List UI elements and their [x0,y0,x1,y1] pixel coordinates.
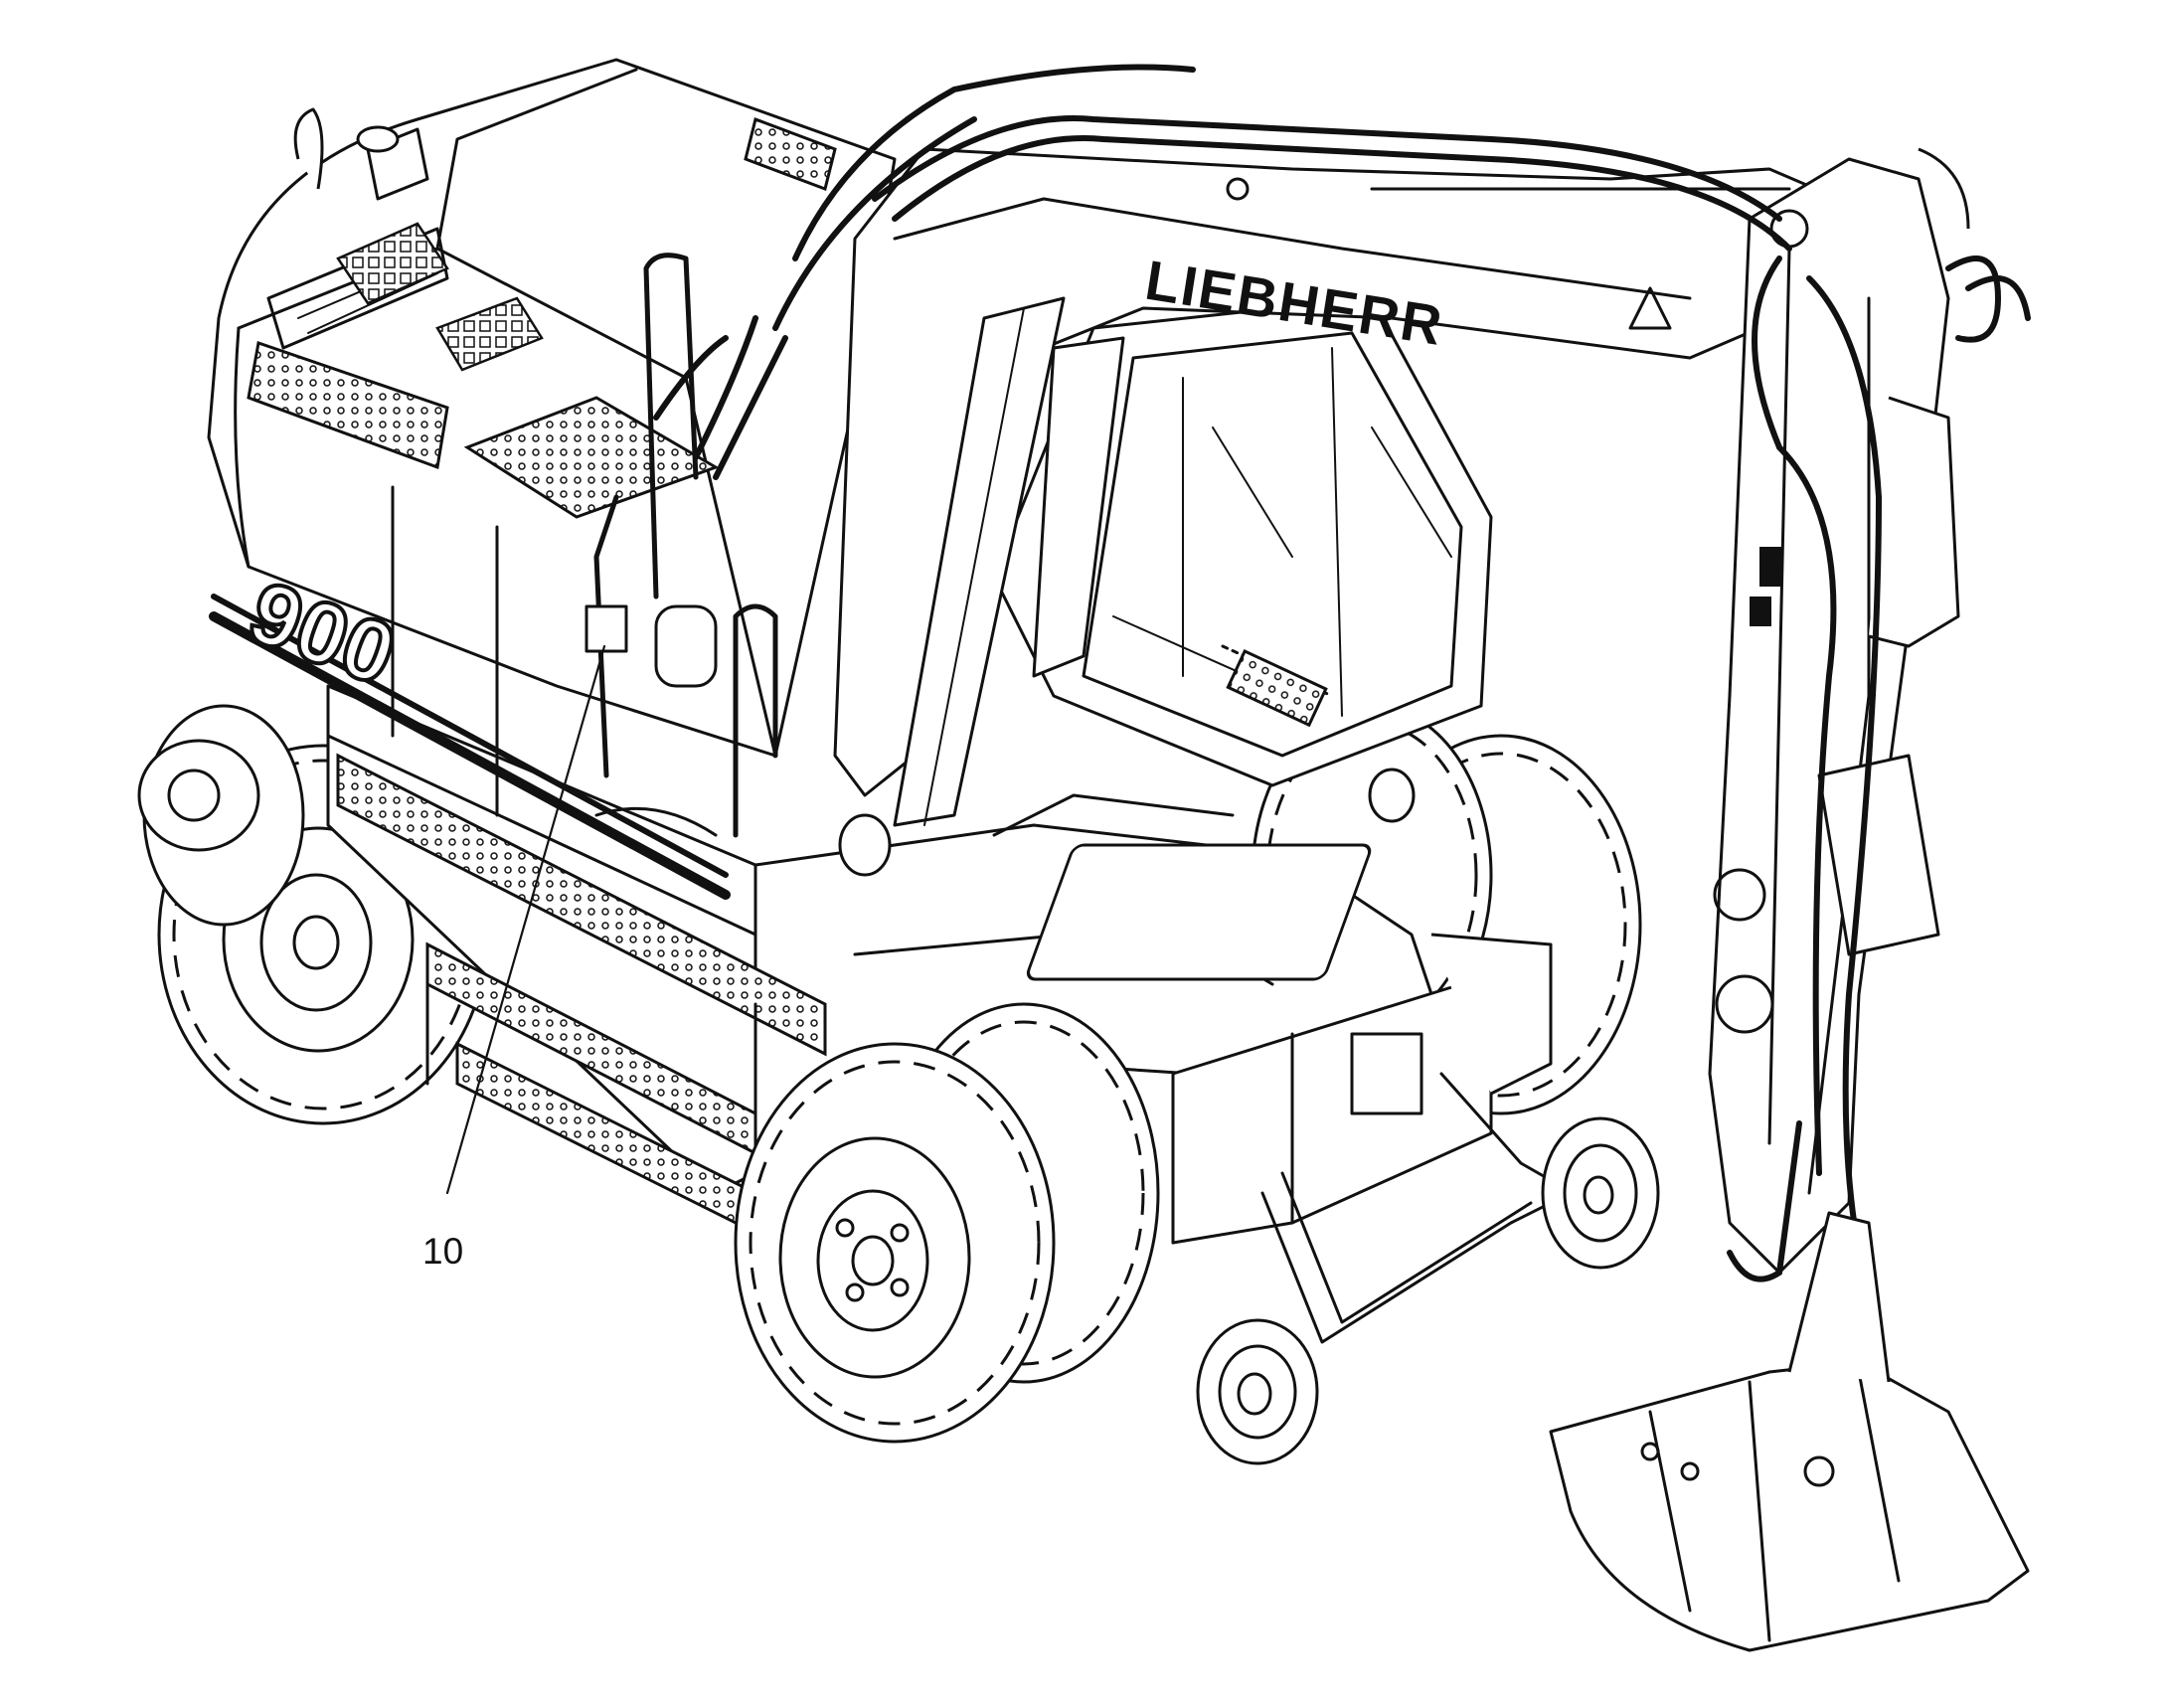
front-left-wheel [734,1002,1160,1444]
rear-right-wheel [137,704,305,927]
rail-guide-frame [1171,933,1592,1344]
operator-cab [992,296,1493,787]
stick-arm [1708,147,1970,1275]
callout-number: 10 [422,1231,463,1272]
side-steps [336,753,827,1236]
callout-10: 10 [422,644,606,1272]
rail-wheel-right [1541,1116,1660,1270]
boom-cylinder [893,296,1125,827]
handrails [585,253,1416,877]
rail-wheel-left [1196,1318,1319,1465]
bucket [1549,1211,2030,1652]
